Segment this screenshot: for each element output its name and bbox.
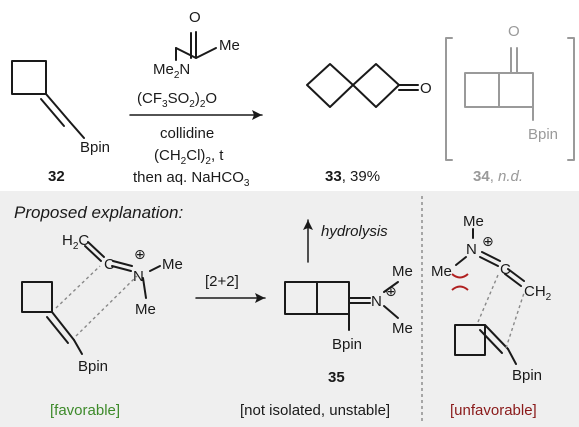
compound-35-n: N — [371, 293, 382, 310]
cycloaddition-arrowhead — [255, 293, 265, 303]
compound-35-structure — [284, 281, 399, 331]
favorable-reactants-structure — [21, 241, 161, 355]
compound-32-structure — [11, 60, 85, 139]
unfavorable-reactants-structure — [451, 228, 525, 365]
ketene-iminium-charge: ⊕ — [134, 246, 146, 262]
triflic-anhydride: (CF3SO2)2O — [137, 90, 217, 110]
compound-34-caption: 34, n.d. — [473, 168, 523, 185]
explanation-title: Proposed explanation: — [14, 203, 183, 222]
amide-amine: Me2N — [153, 61, 190, 81]
unfavorable-charge: ⊕ — [482, 233, 494, 249]
compound-32-label: 32 — [48, 168, 65, 185]
unfavorable-me-top: Me — [463, 213, 484, 230]
ketene-iminium-n: N — [133, 268, 144, 285]
reagent-workup: then aq. NaHCO3 — [133, 169, 250, 189]
favorable-bpin: Bpin — [78, 358, 108, 375]
compound-34-bpin: Bpin — [528, 126, 558, 143]
unfavorable-ch2: CH2 — [524, 283, 552, 303]
amide-methyl: Me — [219, 37, 240, 54]
amide-reagent-structure — [175, 31, 217, 61]
reaction-arrowhead — [252, 110, 262, 120]
compound-34-label: 34 — [473, 168, 490, 185]
not-isolated-label: [not isolated, unstable] — [240, 402, 390, 419]
compound-34-yield: n.d. — [498, 168, 523, 185]
compound-33-yield: , 39% — [342, 168, 380, 185]
compound-35-bpin: Bpin — [332, 336, 362, 353]
hydrolysis-label: hydrolysis — [321, 223, 388, 240]
hydrolysis-arrowhead — [303, 220, 313, 230]
unfavorable-bpin: Bpin — [512, 367, 542, 384]
amide-oxygen: O — [189, 9, 201, 26]
reagent-solvent: (CH2Cl)2, t — [154, 147, 224, 167]
unfavorable-label: [unfavorable] — [450, 402, 537, 419]
ketene-iminium-me-1: Me — [162, 256, 183, 273]
compound-32-bpin: Bpin — [80, 139, 110, 156]
compound-34-structure — [445, 37, 575, 161]
ketene-iminium-c: C — [104, 256, 115, 273]
unfavorable-c: C — [500, 261, 511, 278]
compound-35-me-1: Me — [392, 263, 413, 280]
compound-35-me-2: Me — [392, 320, 413, 337]
explanation-panel — [0, 191, 579, 427]
reagent-base: collidine — [160, 125, 214, 142]
compound-33-label: 33 — [325, 168, 342, 185]
favorable-label: [favorable] — [50, 402, 120, 419]
compound-33-structure — [306, 63, 419, 108]
ketene-iminium-h2c: H2C — [62, 232, 89, 252]
compound-35-charge: ⊕ — [385, 283, 397, 299]
compound-35-label: 35 — [328, 369, 345, 386]
compound-34-oxygen: O — [508, 23, 520, 40]
ketene-iminium-me-2: Me — [135, 301, 156, 318]
compound-33-oxygen: O — [420, 80, 432, 97]
compound-33-caption: 33, 39% — [325, 168, 380, 185]
unfavorable-n: N — [466, 241, 477, 258]
unfavorable-me-left: Me — [431, 263, 452, 280]
cycloaddition-label: [2+2] — [205, 273, 239, 290]
